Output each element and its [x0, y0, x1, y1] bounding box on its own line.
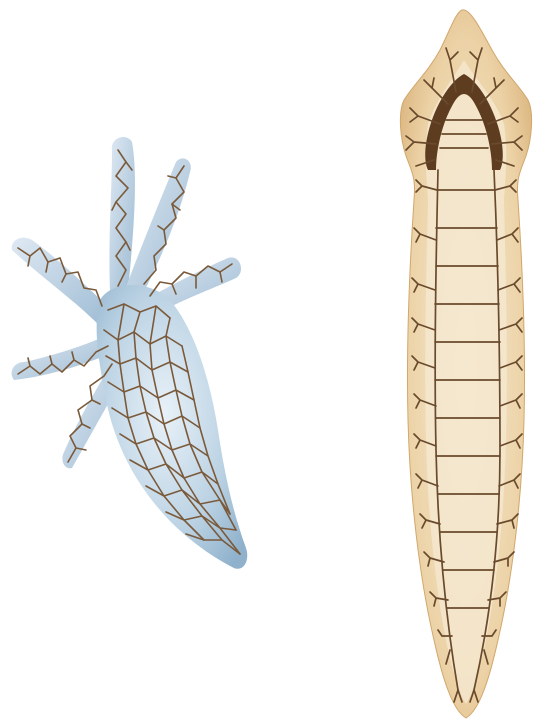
hydra: [12, 137, 248, 569]
planarian: [400, 10, 531, 718]
tentacle-top: [109, 137, 135, 292]
hydra-body: [97, 285, 248, 569]
